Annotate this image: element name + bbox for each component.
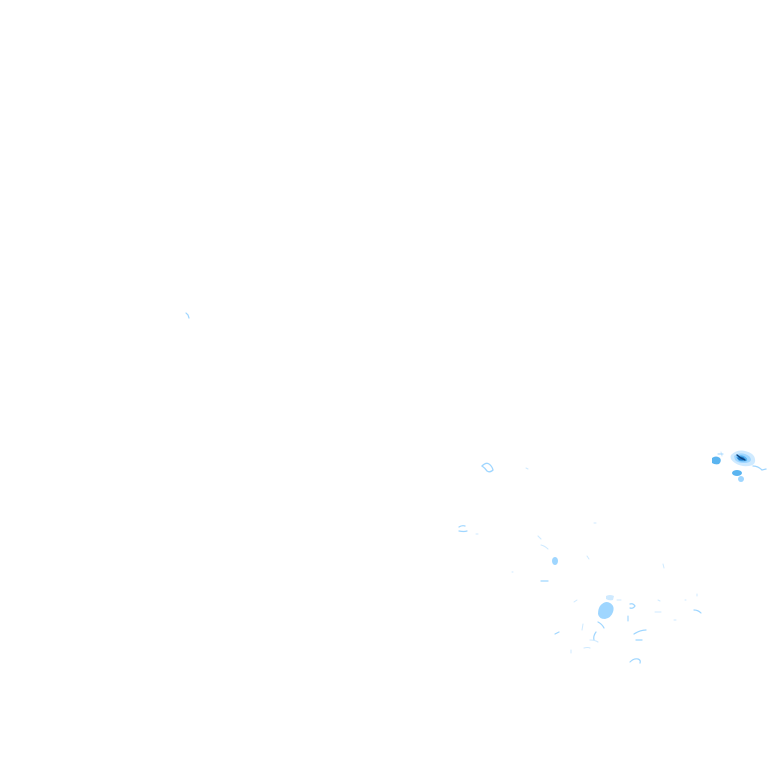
rain-echo: [185, 312, 190, 319]
echo-cluster-southeast: [554, 593, 702, 664]
rain-echo: [480, 462, 494, 473]
rain-echo-moderate: [732, 470, 742, 476]
rain-echo: [581, 623, 584, 631]
rain-echo: [738, 476, 744, 482]
rain-echo: [552, 557, 558, 565]
rain-echo: [583, 639, 599, 649]
echo-cluster-northwest: [185, 312, 190, 319]
rain-echo: [593, 621, 605, 641]
rain-echo: [586, 555, 590, 560]
rain-echo: [598, 602, 614, 619]
echo-cluster-east-storm: [712, 450, 767, 482]
rain-echo-very-heavy: [736, 454, 746, 461]
rain-echo: [633, 629, 647, 641]
rain-echo: [606, 595, 614, 601]
rain-echo: [693, 609, 702, 614]
echo-cluster-central: [458, 462, 665, 582]
rain-echo: [752, 465, 767, 471]
rain-echo: [458, 525, 468, 533]
rain-echo: [654, 599, 662, 613]
rain-echo: [629, 603, 636, 609]
rain-echo: [573, 599, 578, 603]
rain-echo: [554, 631, 560, 635]
rain-echo: [525, 467, 529, 470]
rain-echo: [537, 535, 549, 550]
rain-echo: [662, 563, 665, 569]
rain-echo: [629, 658, 641, 664]
rain-echo-moderate: [712, 456, 721, 465]
